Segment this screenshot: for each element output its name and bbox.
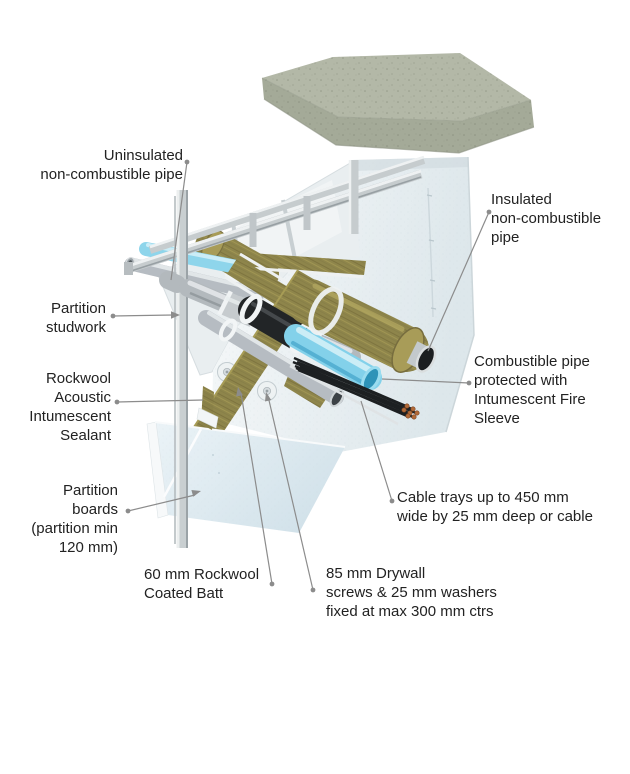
label-combustible-pipe: Combustible pipe protected with Intumesc… — [474, 353, 590, 427]
cable-bundle — [289, 356, 420, 426]
label-cable-trays: Cable trays up to 450 mm wide by 25 mm d… — [397, 489, 593, 525]
label-partition-boards: Partition boards (partition min 120 mm) — [31, 482, 118, 556]
combustible-blue-pipe — [284, 324, 382, 392]
partition-board-panel — [146, 421, 346, 533]
cable-copper-tips — [401, 403, 420, 420]
label-drywall-screws: 85 mm Drywall screws & 25 mm washers fix… — [326, 565, 497, 620]
label-uninsulated-pipe: Uninsulated non-combustible pipe — [40, 147, 183, 183]
label-partition-studwork: Partition studwork — [45, 300, 106, 336]
label-coated-batt: 60 mm Rockwool Coated Batt — [144, 566, 260, 602]
label-acoustic-sealant: Rockwool Acoustic Intumescent Sealant — [29, 370, 111, 444]
leader-arrowheads — [171, 311, 272, 497]
insulated-pipe-wrap — [287, 279, 437, 373]
sealant-bead — [196, 386, 219, 430]
leader-dots — [110, 159, 492, 593]
label-insulated-pipe: Insulated non-combustible pipe — [491, 191, 602, 246]
concrete-slab — [261, 53, 535, 154]
studwork-vertical-stud — [174, 190, 188, 548]
leader-lines — [112, 161, 490, 591]
